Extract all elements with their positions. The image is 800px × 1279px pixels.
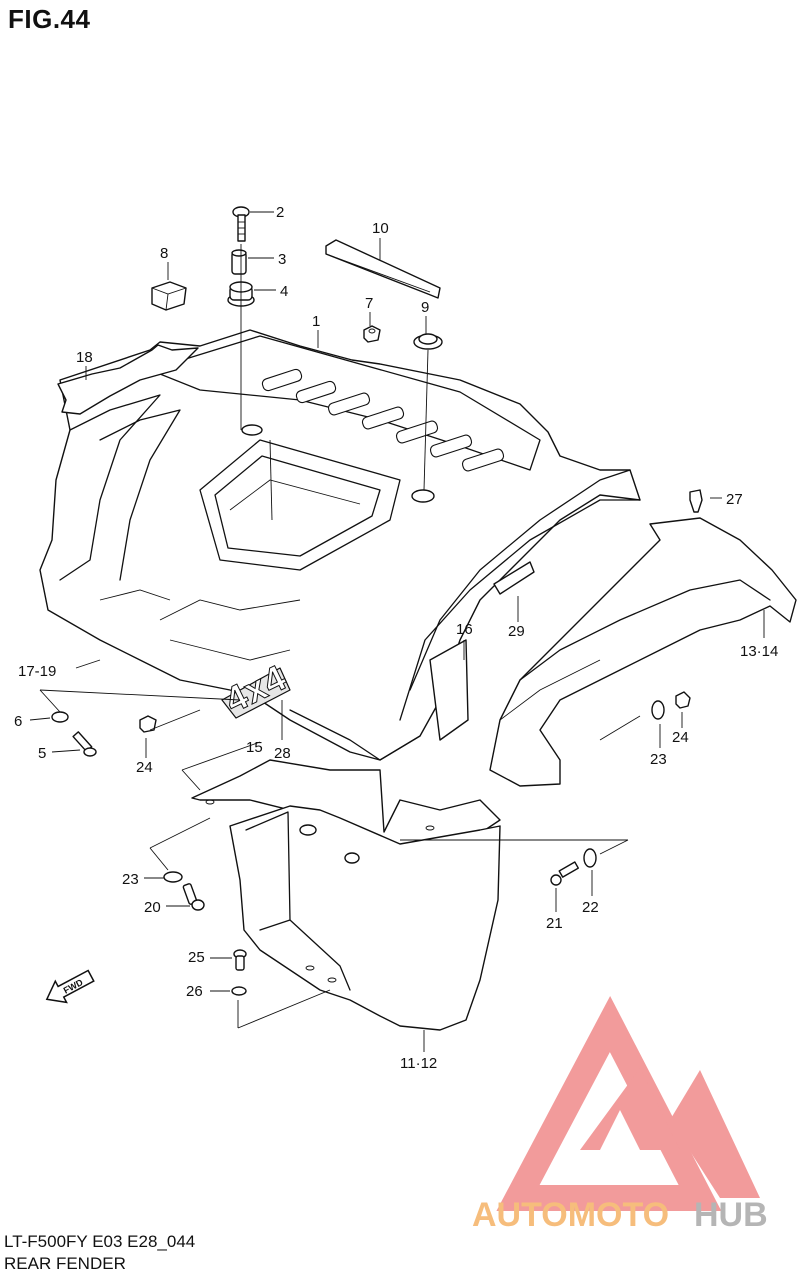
callout-18: 18: [76, 349, 93, 366]
callout-13-14: 13·14: [740, 643, 778, 660]
washer-part-26: [231, 986, 247, 996]
callout-26: 26: [186, 983, 203, 1000]
fwd-arrow-icon: FWD: [45, 969, 95, 1004]
callout-17-19: 17-19: [18, 663, 56, 680]
callout-20: 20: [144, 899, 161, 916]
screw-part-21: [550, 861, 579, 886]
callout-8: 8: [160, 245, 168, 262]
callout-10: 10: [372, 220, 389, 237]
callout-16: 16: [456, 621, 473, 638]
strip-part-29: [493, 561, 535, 595]
callout-4: 4: [280, 283, 288, 300]
collar-part-3: [231, 249, 247, 275]
washer-part-22: [583, 848, 597, 868]
nut-part-24-right: [675, 691, 691, 709]
bolt-part-25: [233, 949, 247, 971]
grommet-part-9: [413, 333, 443, 350]
callout-7: 7: [365, 295, 373, 312]
callout-28: 28: [274, 745, 291, 762]
callout-22: 22: [582, 899, 599, 916]
automotohub-watermark-logo: AUTOMOTO HUB: [472, 995, 768, 1234]
callout-25: 25: [188, 949, 205, 966]
washer-part-23-lower: [163, 871, 183, 883]
callout-labels: 2 3 4 8 10 7 9 1 18 27 29 16 13·14 17-19…: [14, 204, 778, 1072]
clip-part-27: [689, 489, 703, 513]
bolt-part-20: [182, 883, 205, 911]
leader-lines: [29, 211, 765, 1052]
callout-27: 27: [726, 491, 743, 508]
nut-part-7: [363, 325, 381, 343]
bolt-part-2: [232, 206, 250, 242]
callout-2: 2: [276, 204, 284, 221]
callout-9: 9: [421, 299, 429, 316]
washer-part-6: [51, 711, 69, 723]
inner-fender-part-11-12: [229, 805, 501, 1031]
callout-24-right: 24: [672, 729, 689, 746]
watermark-brand-automoto: AUTOMOTO: [472, 1196, 669, 1234]
strip-part-10: [325, 239, 441, 299]
callout-3: 3: [278, 251, 286, 268]
nut-part-24-left: [139, 715, 157, 733]
callout-23-lower: 23: [122, 871, 139, 888]
washer-part-23-right: [651, 700, 665, 720]
figure-title: FIG.44: [8, 4, 91, 34]
model-code: LT-F500FY E03 E28_044: [4, 1232, 196, 1251]
bolt-part-5: [72, 731, 97, 757]
callout-1: 1: [312, 313, 320, 330]
callout-24-left: 24: [136, 759, 153, 776]
watermark-brand-hub: HUB: [694, 1196, 768, 1234]
section-title: REAR FENDER: [4, 1254, 126, 1273]
fender-flare-part-13-14: [489, 517, 797, 787]
panel-part-16: [429, 639, 469, 741]
callout-15: 15: [246, 739, 263, 756]
callout-23-right: 23: [650, 751, 667, 768]
mud-flap-part-18: [57, 344, 199, 415]
callout-21: 21: [546, 915, 563, 932]
callout-11-12: 11·12: [400, 1055, 437, 1072]
callout-29: 29: [508, 623, 525, 640]
pad-part-8: [151, 281, 187, 311]
callout-5: 5: [38, 745, 46, 762]
callout-6: 6: [14, 713, 22, 730]
